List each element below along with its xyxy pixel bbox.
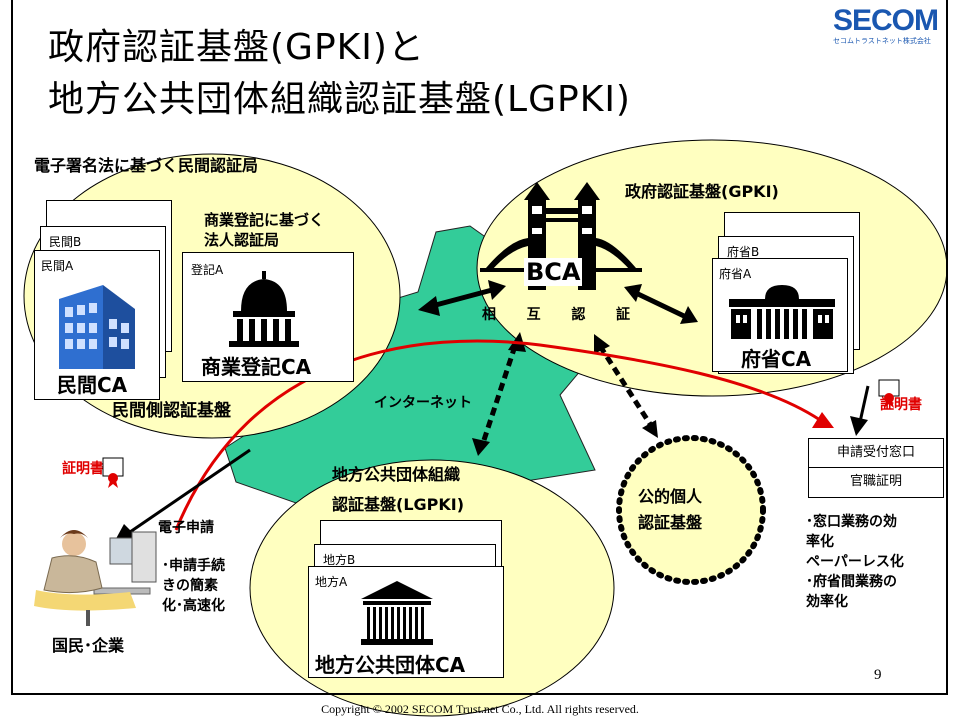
mutual-certification-label: 相 互 認 証 [482, 304, 630, 324]
lgpki-heading-line1: 地方公共団体組織 [332, 465, 461, 484]
public-personal-line1: 公的個人 [638, 487, 703, 506]
commercial-ca-label: 商業登記CA [201, 355, 312, 379]
mutual-char-2: 互 [526, 307, 541, 323]
gpki-heading: 政府認証基盤(GPKI) [625, 182, 779, 201]
mutual-arrow-left [418, 280, 506, 316]
logo-subtext: セコムトラストネット株式会社 [833, 37, 931, 45]
citizen-label: 国民･企業 [52, 636, 125, 655]
private-card-a: 民間A 民間CA [34, 250, 160, 400]
mutual-char-1: 相 [482, 307, 496, 323]
office-benefit-line3: ペーパーレス化 [806, 554, 904, 570]
public-personal-line2: 認証基盤 [638, 513, 703, 532]
bca-public-arrow [594, 334, 658, 438]
secom-logo: SECOM セコムトラストネット株式会社 [833, 6, 945, 52]
office-benefit-line5: 効率化 [806, 594, 848, 610]
office-benefit-line4: ･府省間業務の [806, 574, 897, 590]
public-personal-circle [616, 435, 766, 585]
private-ca-label: 民間CA [57, 373, 128, 397]
commercial-heading-line1: 商業登記に基づく [204, 211, 325, 229]
copyright: Copyright © 2002 SECOM Trust.net Co., Lt… [321, 702, 639, 716]
lgpki-card-a-label: 地方A [315, 575, 348, 589]
person-at-computer-icon [34, 530, 157, 626]
private-heading: 電子署名法に基づく民間認証局 [34, 156, 259, 175]
red-application-curve [174, 339, 821, 531]
certificate-scroll-icon [102, 457, 124, 488]
gpki-card-b-label: 府省B [727, 245, 760, 259]
title-line-2: 地方公共団体組織認証基盤(LGPKI) [48, 79, 631, 120]
commercial-card-a: 登記A 商業登記CA [182, 252, 354, 382]
application-window-box: 申請受付窓口 官職証明 [808, 438, 944, 498]
office-benefit: ･窓口業務の効 率化 ペーパーレス化 ･府省間業務の 効率化 [806, 512, 904, 612]
mutual-char-4: 証 [615, 307, 630, 323]
official-cert-label: 官職証明 [849, 474, 902, 489]
citizen-benefit-line3: 化･高速化 [162, 598, 225, 614]
title-line-1: 政府認証基盤(GPKI)と [48, 27, 425, 68]
office-certificate-scroll-icon [878, 379, 900, 408]
lgpki-ca-label: 地方公共団体CA [315, 653, 466, 677]
citizen-benefit: ･申請手続 きの簡素 化･高速化 [162, 556, 225, 616]
lgpki-card-a: 地方A 地方公共団体CA [308, 566, 504, 678]
public-personal-label: 公的個人 認証基盤 [638, 484, 702, 536]
office-building-icon [59, 285, 135, 369]
mutual-char-3: 認 [571, 307, 586, 323]
commercial-heading-line2: 法人認証局 [204, 231, 280, 249]
citizen-certificate-label: 証明書 [62, 461, 104, 477]
gpki-ca-label: 府省CA [741, 347, 812, 371]
ministry-building-icon [729, 285, 835, 339]
internet-label: インターネット [374, 395, 472, 411]
bca-label: BCA [524, 258, 583, 286]
commercial-heading: 商業登記に基づく 法人認証局 [204, 210, 324, 250]
lgpki-heading-line2: 認証基盤(LGPKI) [332, 495, 465, 514]
office-benefit-line1: ･窓口業務の効 [806, 514, 897, 530]
private-base-label: 民間側認証基盤 [112, 401, 231, 421]
local-gov-building-icon [361, 581, 433, 645]
office-benefit-line2: 率化 [806, 534, 834, 550]
e-application-label: 電子申請 [158, 520, 214, 536]
application-window-label: 申請受付窓口 [809, 439, 943, 468]
private-card-a-label: 民間A [41, 259, 74, 273]
slide-frame [11, 0, 948, 695]
tower-bridge-icon [480, 182, 642, 290]
citizen-benefit-line2: きの簡素 [162, 578, 218, 594]
page-number: 9 [874, 667, 882, 683]
lgpki-heading: 地方公共団体組織 認証基盤(LGPKI) [332, 460, 464, 520]
lgpki-card-b-label: 地方B [323, 553, 356, 567]
capitol-icon [229, 271, 299, 347]
citizen-benefit-line1: ･申請手続 [162, 558, 225, 574]
gpki-card-a: 府省A 府省CA [712, 258, 848, 372]
mutual-arrow-right [624, 284, 698, 324]
commercial-card-a-label: 登記A [191, 263, 224, 277]
gpki-card-a-label: 府省A [719, 267, 752, 281]
private-card-b-label: 民間B [49, 235, 82, 249]
page-title: 政府認証基盤(GPKI)と 地方公共団体組織認証基盤(LGPKI) [48, 22, 631, 126]
logo-text: SECOM [833, 4, 939, 37]
